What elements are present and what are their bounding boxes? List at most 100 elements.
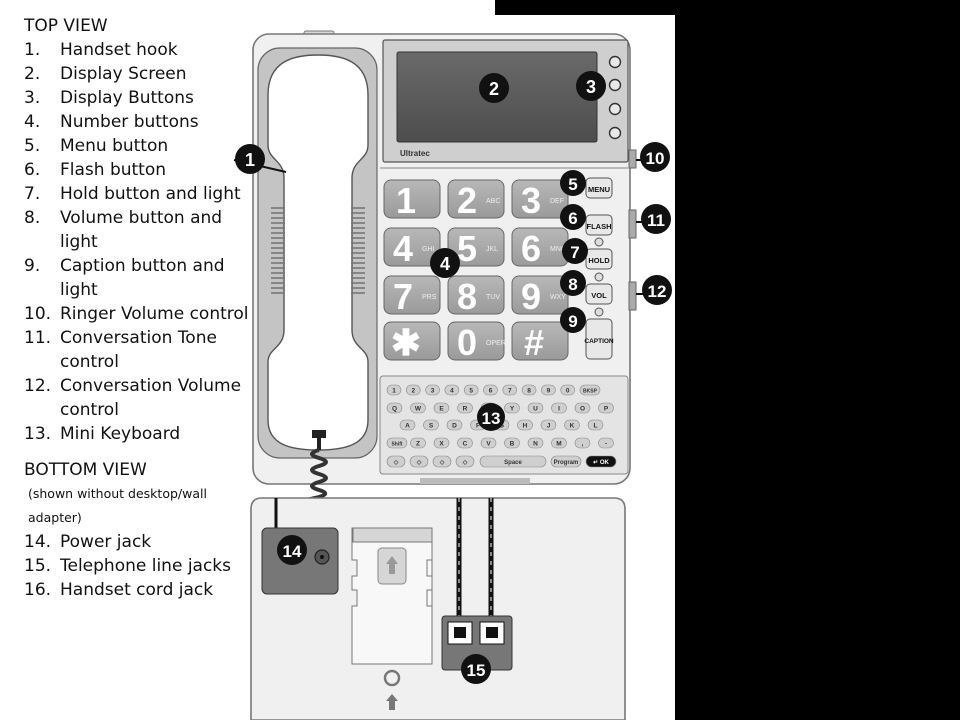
top-view-title: TOP VIEW: [24, 16, 108, 36]
svg-text:M: M: [556, 441, 561, 448]
legend-item-12: 12.Conversation Volume control: [24, 376, 242, 420]
mini-key: ◇: [432, 455, 452, 468]
callouts: 1 2 3 4 5 6 7 8 9 10 11 12 13 14 15: [233, 71, 672, 684]
legend: TOP VIEW 1.Handset hook 2.Display Screen…: [24, 14, 250, 602]
svg-text:Space: Space: [504, 460, 522, 466]
mini-key: 5: [463, 384, 479, 396]
key-letters: MNO: [550, 246, 567, 253]
number-key-6: 6 MNO: [511, 227, 569, 269]
key-digit: 8: [457, 276, 477, 317]
legend-item-11: 11.Conversation Tone control: [24, 328, 217, 372]
svg-text:1: 1: [245, 150, 255, 170]
svg-text:X: X: [439, 441, 444, 448]
svg-text:B: B: [510, 441, 515, 448]
mini-key: 8: [521, 384, 537, 396]
function-buttons: MENU FLASH HOLD VOL CAPTION: [584, 177, 614, 360]
svg-text:I: I: [558, 406, 560, 413]
mini-key: 6: [483, 384, 498, 396]
mini-key: B: [504, 437, 520, 449]
svg-text:5: 5: [469, 388, 473, 395]
number-key-8: 8 TUV: [447, 275, 505, 317]
mini-key: Program: [550, 455, 582, 468]
number-key-12: #: [511, 321, 569, 363]
svg-text:◇: ◇: [462, 459, 468, 466]
mini-key: C: [457, 437, 473, 449]
bottom-view-list: 14.Power jack 15.Telephone line jacks 16…: [24, 530, 250, 602]
svg-text:9: 9: [547, 388, 551, 395]
flash-button-label: FLASH: [587, 222, 612, 231]
svg-text:5: 5: [568, 175, 577, 194]
legend-item-2: 2.Display Screen: [24, 64, 187, 84]
mini-key: Q: [386, 402, 403, 414]
callout-13: 13: [477, 403, 505, 431]
mini-key: K: [564, 419, 580, 431]
display-buttons: [608, 55, 622, 140]
callout-14: 14: [277, 535, 307, 565]
svg-text:C: C: [463, 441, 468, 448]
key-letters: GHI: [422, 246, 435, 253]
mini-key: 3: [425, 384, 440, 396]
svg-text:Y: Y: [510, 406, 515, 413]
mini-key: Shift: [386, 437, 408, 449]
svg-text:◇: ◇: [439, 459, 445, 466]
svg-text:,: ,: [582, 441, 584, 448]
mini-key: E: [433, 402, 450, 414]
legend-item-9: 9.Caption button and light: [24, 256, 225, 300]
mini-key: H: [517, 419, 533, 431]
svg-text:F: F: [476, 423, 480, 430]
mini-key: 1: [386, 384, 402, 396]
svg-text:8: 8: [568, 275, 577, 294]
mini-key: U: [527, 402, 544, 414]
mini-key: ↵ OK: [585, 455, 617, 468]
legend-item-8: 8.Volume button and light: [24, 208, 223, 252]
svg-text:U: U: [533, 406, 538, 413]
callout-1: 1: [233, 144, 287, 174]
svg-text:12: 12: [648, 282, 667, 301]
svg-text:↵ OK: ↵ OK: [593, 460, 609, 466]
svg-text:Z: Z: [416, 441, 420, 448]
svg-text:7: 7: [508, 388, 512, 395]
mini-key: -: [598, 437, 614, 449]
mini-key: D: [446, 419, 463, 431]
mini-key: ◇: [455, 455, 475, 468]
callout-11: 11: [641, 204, 671, 234]
mini-key: 2: [405, 384, 421, 396]
callout-6: 6: [560, 204, 586, 230]
key-letters: OPER: [486, 340, 506, 347]
brand-label: Ultratec: [400, 149, 430, 158]
svg-text:BKSP: BKSP: [583, 389, 598, 395]
mini-key: ◇: [386, 455, 406, 468]
mini-keyboard: 1234567890BKSPQWERTYUIOPASDFGHJKLShiftZX…: [379, 375, 629, 475]
callout-4: 4: [430, 248, 460, 278]
mini-key: J: [540, 419, 557, 431]
legend-item-15: 15.Telephone line jacks: [24, 556, 232, 576]
bottom-view-title: BOTTOM VIEW: [24, 460, 147, 480]
svg-text:R: R: [463, 406, 468, 413]
mini-key: I: [551, 402, 567, 414]
svg-text:Q: Q: [392, 406, 397, 413]
svg-text:N: N: [533, 441, 538, 448]
key-digit: 1: [396, 180, 416, 221]
svg-text:A: A: [405, 423, 410, 430]
svg-text:O: O: [580, 406, 585, 413]
key-digit: 6: [521, 228, 541, 269]
callout-9: 9: [560, 307, 586, 333]
mini-key: 0: [560, 384, 576, 396]
key-digit: #: [524, 322, 544, 363]
mini-key: L: [587, 419, 604, 431]
mini-key: ,: [574, 437, 591, 449]
key-letters: TUV: [486, 294, 500, 301]
legend-item-5: 5.Menu button: [24, 136, 169, 156]
mini-key: BKSP: [579, 384, 601, 396]
svg-text:15: 15: [467, 661, 486, 680]
hold-button-label: HOLD: [588, 256, 610, 265]
mini-key: S: [423, 419, 439, 431]
menu-button-label: MENU: [588, 185, 610, 194]
number-key-1: 1: [383, 179, 441, 221]
